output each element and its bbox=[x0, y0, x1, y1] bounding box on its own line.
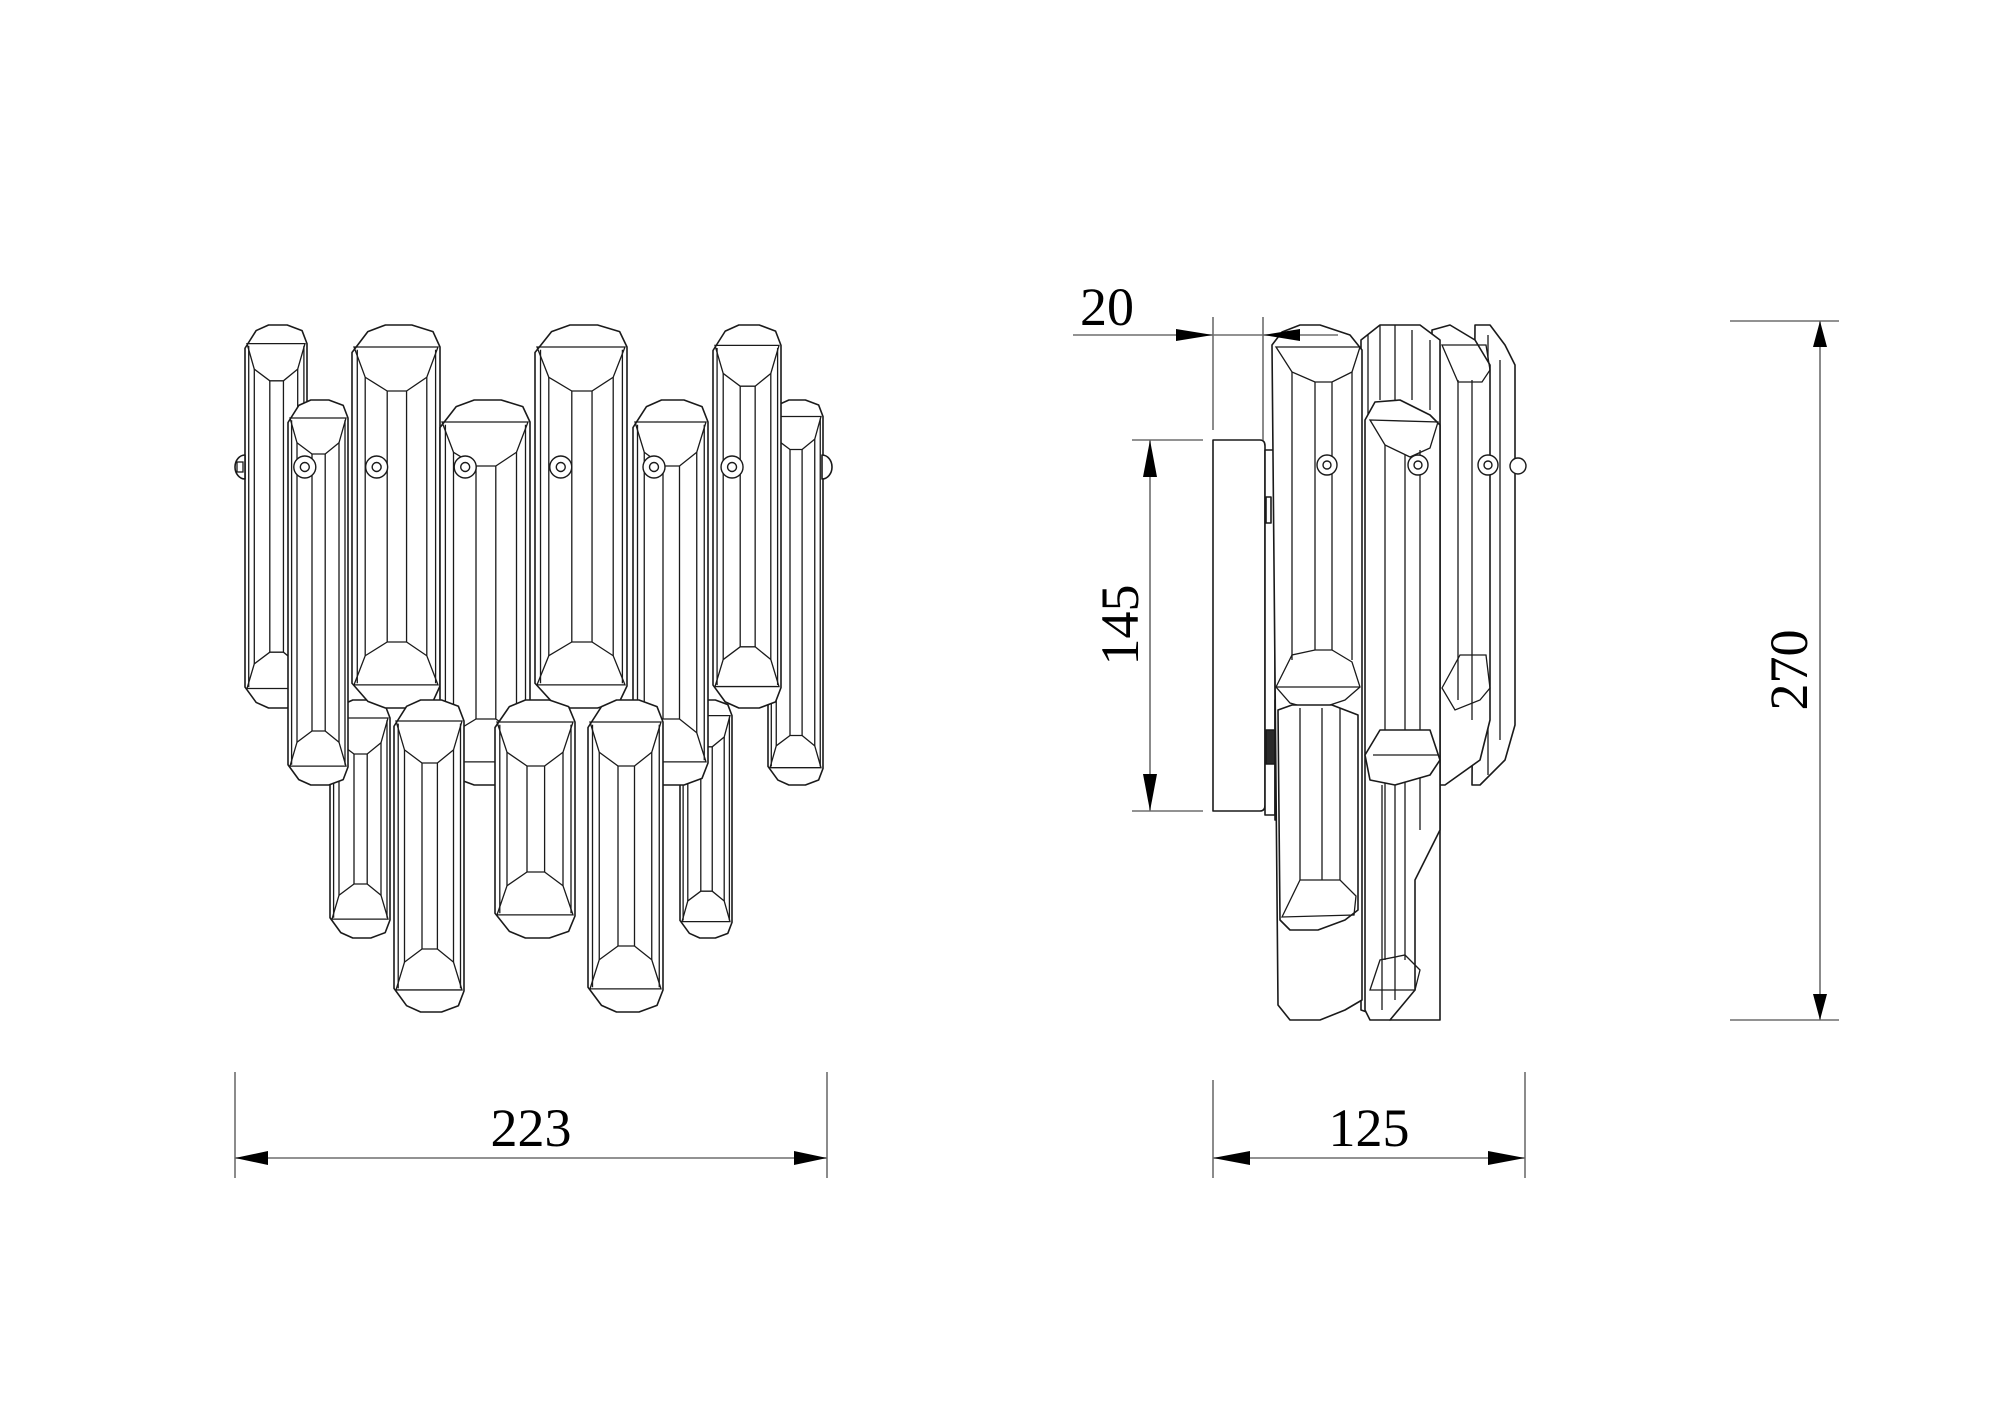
dimension-145: 145 bbox=[1090, 439, 1203, 812]
dimension-223: 223 bbox=[234, 1072, 828, 1178]
dimension-270: 270 bbox=[1730, 320, 1839, 1021]
crystal-rod bbox=[587, 699, 664, 1013]
dimension-label-145: 145 bbox=[1090, 585, 1150, 666]
crystal-rod bbox=[393, 699, 465, 1013]
crystal-rod bbox=[287, 399, 349, 786]
crystal-rod bbox=[712, 324, 782, 709]
crystal-rod bbox=[534, 324, 628, 709]
mount-knob-left bbox=[234, 454, 246, 480]
mount-knob-right bbox=[821, 454, 833, 480]
dimension-125: 125 bbox=[1212, 1072, 1526, 1178]
dimension-label-270: 270 bbox=[1759, 630, 1819, 711]
side-view bbox=[1212, 324, 1527, 1021]
dimension-label-125: 125 bbox=[1329, 1098, 1410, 1158]
dimension-20: 20 bbox=[1073, 277, 1338, 440]
front-view bbox=[234, 324, 833, 1013]
dimension-label-20: 20 bbox=[1080, 277, 1134, 337]
dimension-label-223: 223 bbox=[491, 1098, 572, 1158]
wall-backplate bbox=[1212, 439, 1266, 812]
crystal-rod bbox=[351, 324, 441, 709]
crystal-rod bbox=[494, 699, 576, 939]
